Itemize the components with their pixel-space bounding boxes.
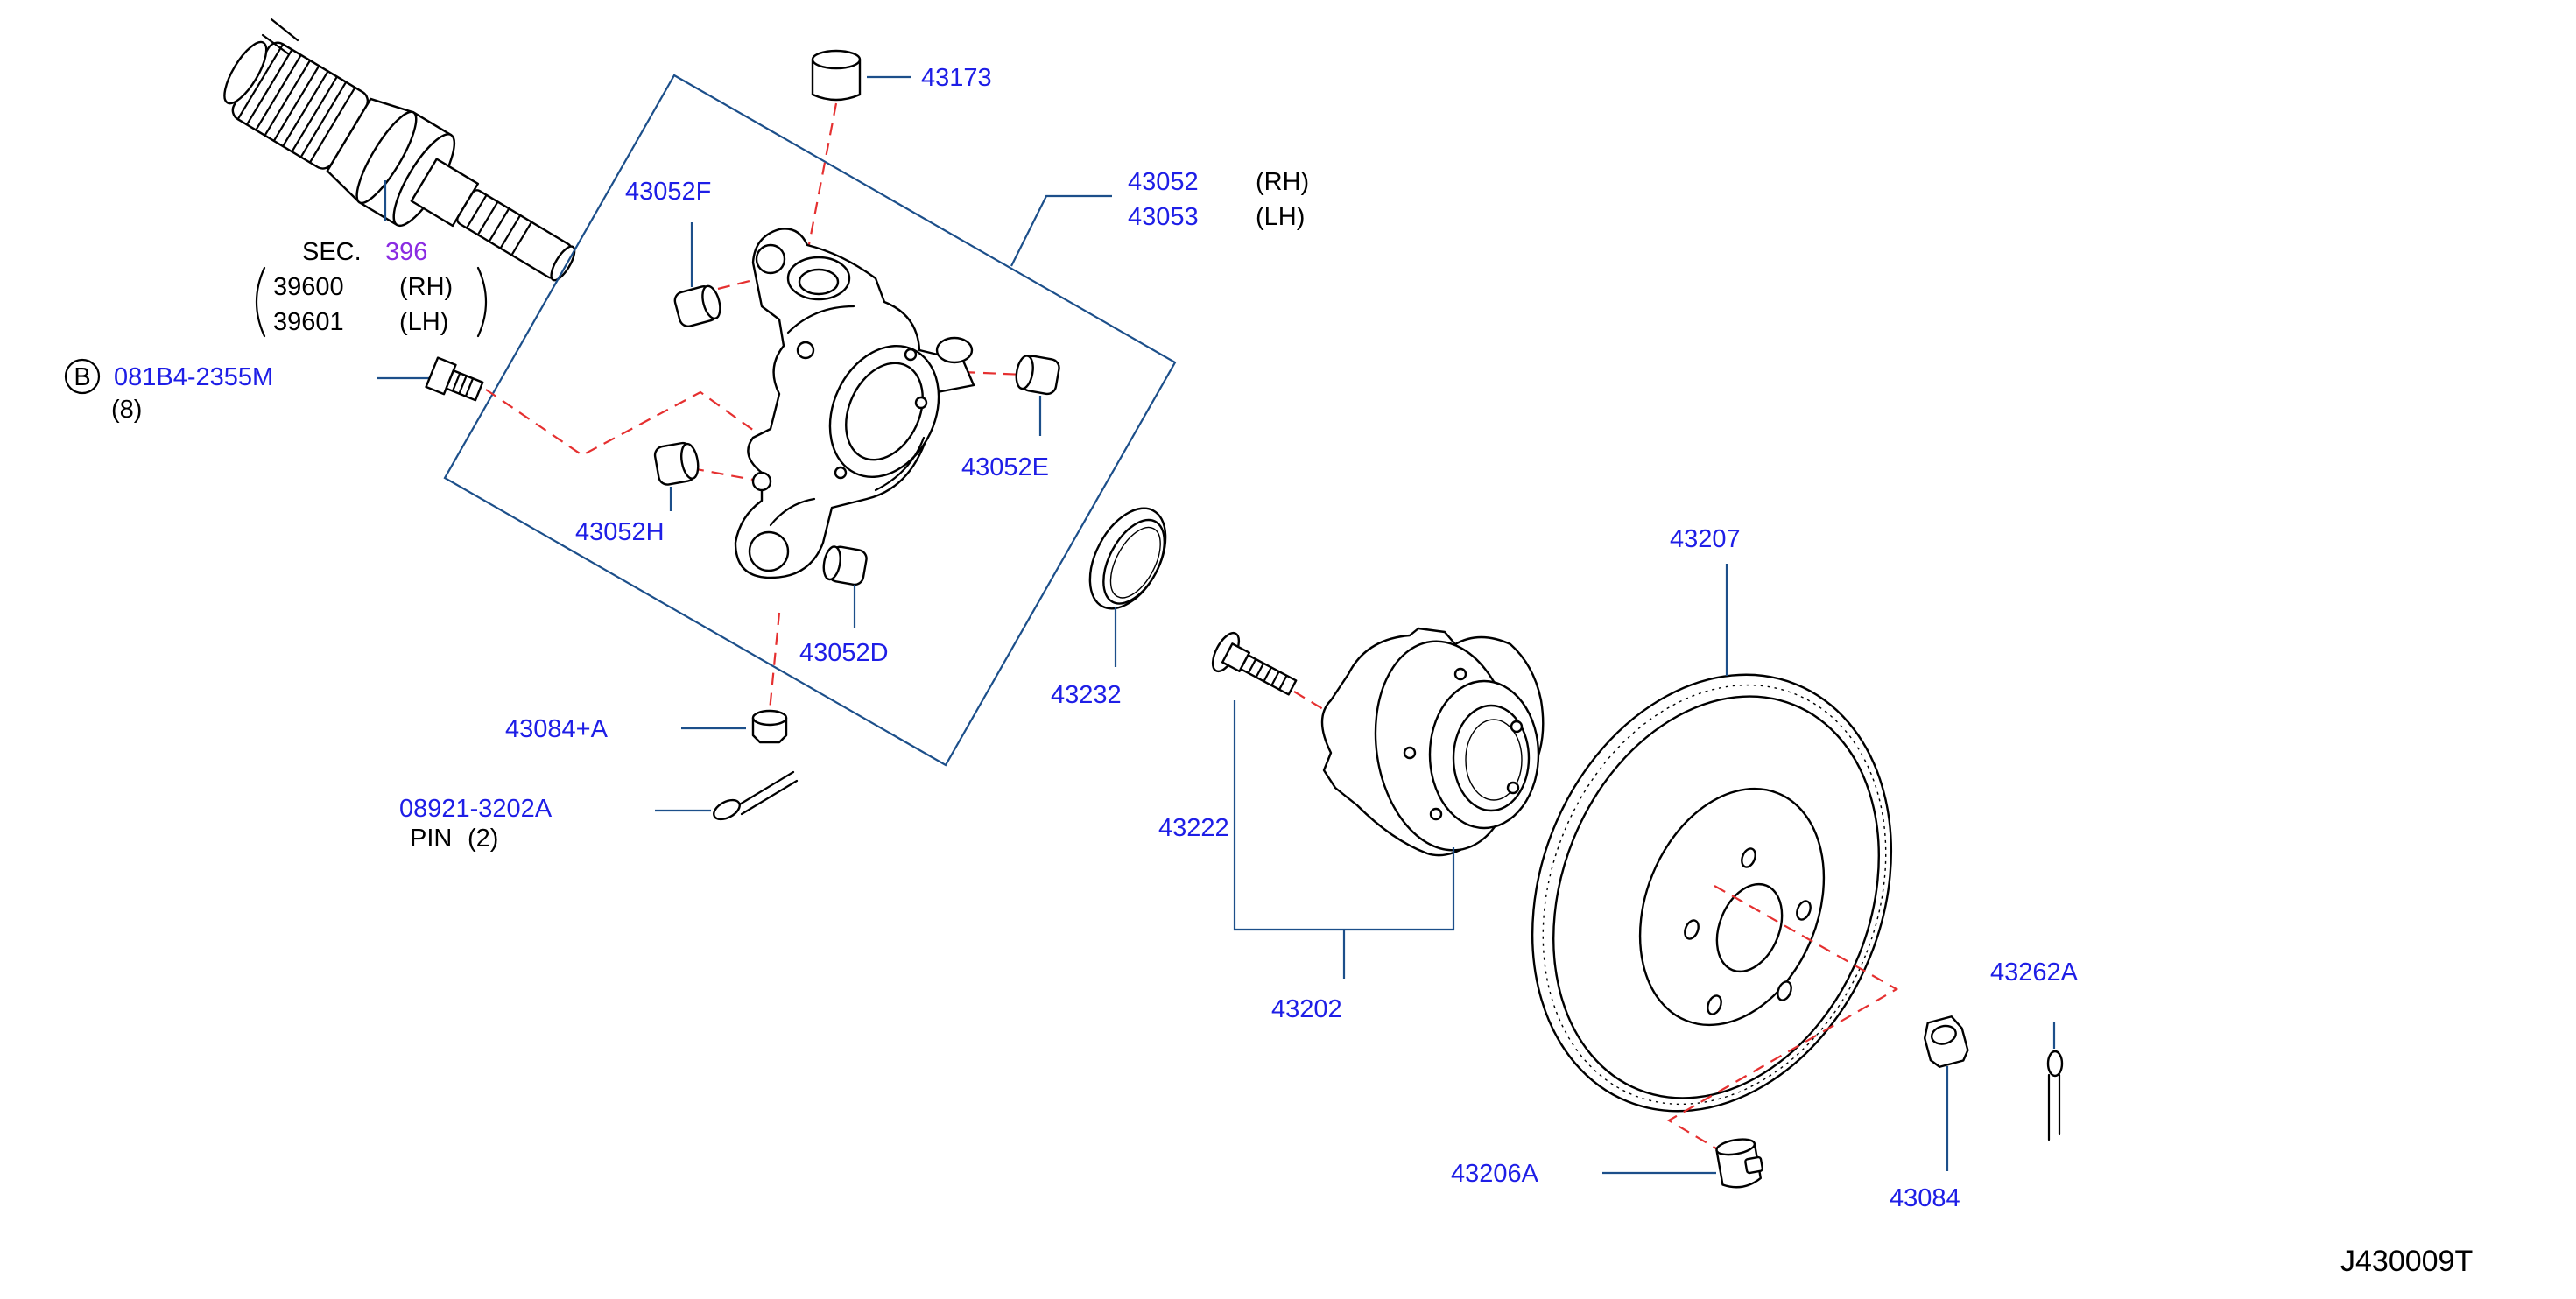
cotter-pin-43262a-illustration	[2046, 1050, 2064, 1141]
bushing-43052h-illustration	[653, 441, 700, 486]
bolt-badge-letter: B	[74, 363, 90, 391]
driveshaft-lh-side: (LH)	[399, 308, 448, 336]
knuckle-rh-number[interactable]: 43052	[1128, 168, 1199, 196]
diagram-id: J430009T	[2340, 1245, 2473, 1278]
knuckle-group-box	[443, 74, 1177, 767]
brake-rotor-43207-illustration	[1531, 673, 1893, 1113]
part-43202-label[interactable]: 43202	[1271, 995, 1342, 1023]
part-43052d-label[interactable]: 43052D	[799, 639, 889, 667]
cotter-pin-illustration	[713, 770, 799, 821]
bracket-left	[255, 266, 266, 338]
pin-part-name: PIN	[410, 825, 452, 853]
part-43052h-label[interactable]: 43052H	[575, 518, 665, 546]
nut-43084-illustration	[1923, 1015, 1969, 1068]
nut-assembly-line	[767, 612, 781, 720]
bushing-43052e-illustration	[1015, 355, 1060, 396]
bolt-assembly-line	[485, 389, 789, 457]
driveshaft-lh-number[interactable]: 39601	[273, 308, 344, 336]
bolt-part-number[interactable]: 081B4-2355M	[114, 363, 273, 391]
seal-43232-illustration	[1088, 507, 1167, 610]
bolt-illustration	[425, 356, 484, 402]
bushing-h-assembly-line	[691, 467, 754, 481]
bushing-e-assembly-line	[962, 370, 1025, 376]
bushing-top-assembly-line	[804, 102, 838, 263]
bushing-43052f-illustration	[673, 284, 721, 327]
part-43052f-label[interactable]: 43052F	[625, 178, 711, 206]
leader-knuckle	[1010, 194, 1112, 267]
part-43232-label[interactable]: 43232	[1051, 681, 1122, 709]
driveshaft-illustration	[223, 18, 576, 282]
pin-part-number[interactable]: 08921-3202A	[399, 795, 553, 823]
bolt-quantity: (8)	[111, 396, 142, 424]
section-prefix: SEC.	[302, 238, 362, 266]
rotor-assembly-line	[1666, 885, 1899, 1149]
section-number-link[interactable]: 396	[385, 238, 427, 266]
knuckle-lh-number[interactable]: 43053	[1128, 203, 1199, 231]
part-43084-label[interactable]: 43084	[1890, 1184, 1960, 1212]
part-43052e-label[interactable]: 43052E	[961, 453, 1049, 481]
pin-quantity: (2)	[468, 825, 498, 853]
bushing-43173-illustration	[811, 49, 862, 102]
driveshaft-rh-side: (RH)	[399, 273, 453, 301]
part-43262a-label[interactable]: 43262A	[1990, 958, 2079, 987]
hub-assembly-43202-illustration	[1320, 627, 1545, 857]
nut-43084a-illustration	[751, 709, 788, 744]
bolt-badge-circle	[64, 358, 101, 395]
bushing-43052d-illustration	[822, 545, 868, 586]
steering-knuckle-illustration	[734, 228, 975, 579]
part-43084a-label[interactable]: 43084+A	[505, 715, 609, 743]
bushing-f-assembly-line	[717, 277, 761, 291]
part-43207-label[interactable]: 43207	[1670, 525, 1741, 553]
part-43206a-label[interactable]: 43206A	[1451, 1160, 1539, 1188]
plug-43206a-illustration	[1715, 1138, 1764, 1189]
driveshaft-rh-number[interactable]: 39600	[273, 273, 344, 301]
part-43222-label[interactable]: 43222	[1158, 814, 1229, 842]
knuckle-rh-side: (RH)	[1256, 168, 1309, 196]
part-43173-label[interactable]: 43173	[921, 64, 992, 92]
knuckle-lh-side: (LH)	[1256, 203, 1305, 231]
bracket-right	[476, 266, 488, 338]
hub-bolt-43222-illustration	[1211, 631, 1298, 696]
